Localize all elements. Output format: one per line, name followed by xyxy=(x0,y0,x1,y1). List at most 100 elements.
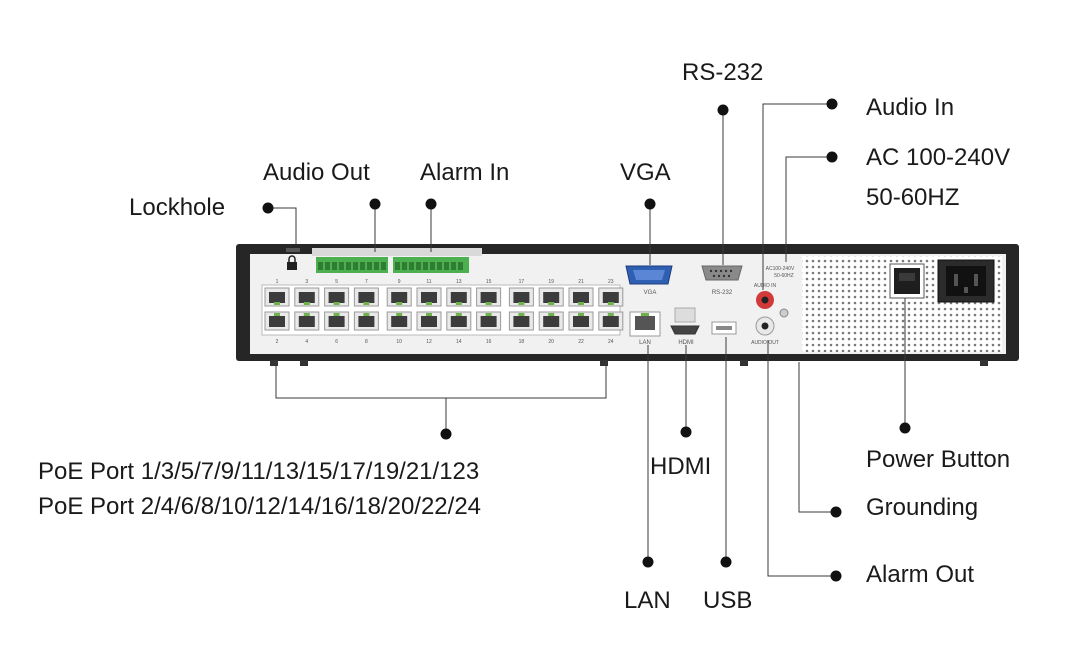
power-switch xyxy=(889,263,925,299)
ground-screw xyxy=(779,308,789,318)
audio-in-leader-dot xyxy=(826,98,838,110)
audio-out-jack xyxy=(755,316,775,336)
audio-out-terminal xyxy=(316,257,388,273)
ac-power-inlet xyxy=(937,259,995,303)
poe-port xyxy=(386,287,412,307)
poe-even-callout: PoE Port 2/4/6/8/10/12/14/16/18/20/22/24 xyxy=(38,493,482,520)
poe-port xyxy=(568,287,594,307)
alarm-in-terminal xyxy=(393,257,469,273)
ac-power-callout-line1: AC 100-240V xyxy=(866,144,1011,171)
poe-leader-dot xyxy=(440,428,452,440)
poe-port xyxy=(538,287,564,307)
lockhole-icon xyxy=(286,248,300,270)
ac-rating-line2: 50-60HZ xyxy=(774,273,793,279)
alarm-in-leader-dot xyxy=(425,198,437,210)
poe-port-number: 23 xyxy=(608,279,614,285)
hdmi-leader-dot xyxy=(680,426,692,438)
lockhole-callout: Lockhole xyxy=(129,194,226,221)
grounding-leader-dot xyxy=(830,506,842,518)
leader-lines xyxy=(268,103,906,577)
poe-port xyxy=(416,287,442,307)
poe-port-number: 8 xyxy=(365,339,368,345)
poe-port xyxy=(446,287,472,307)
audio-in-panel-label: AUDIO IN xyxy=(754,283,777,289)
poe-port-number: 20 xyxy=(548,339,554,345)
usb-leader-dot xyxy=(720,556,732,568)
lan-callout: LAN xyxy=(624,587,671,614)
poe-port xyxy=(476,311,502,331)
power-button-callout: Power Button xyxy=(866,446,1011,473)
poe-port-number: 3 xyxy=(305,279,308,285)
poe-port xyxy=(353,311,379,331)
rs232-callout: RS-232 xyxy=(682,59,764,86)
poe-port-number: 10 xyxy=(396,339,402,345)
poe-port xyxy=(476,287,502,307)
poe-port-number: 6 xyxy=(335,339,338,345)
poe-port-number: 17 xyxy=(519,279,525,285)
poe-port-number: 16 xyxy=(486,339,492,345)
rs232-leader-dot xyxy=(717,104,729,116)
poe-port-number: 15 xyxy=(486,279,492,285)
lan-panel-label: LAN xyxy=(639,340,651,346)
alarm-out-leader-dot xyxy=(830,570,842,582)
poe-port-number: 12 xyxy=(426,339,432,345)
lockhole-leader-dot xyxy=(262,202,274,214)
ac-power-callout-line2: 50-60HZ xyxy=(866,184,960,211)
poe-port xyxy=(294,311,320,331)
poe-port-number: 14 xyxy=(456,339,462,345)
poe-port xyxy=(294,287,320,307)
rs232-panel-label: RS-232 xyxy=(712,290,733,296)
terminal-strip-housing xyxy=(312,248,482,256)
power-button-leader-dot xyxy=(899,422,911,434)
poe-port-number: 2 xyxy=(276,339,279,345)
poe-port-number: 18 xyxy=(519,339,525,345)
audio-in-jack xyxy=(756,291,774,309)
vga-leader-dot xyxy=(644,198,656,210)
alarm-in-callout: Alarm In xyxy=(420,159,510,186)
poe-port xyxy=(324,311,350,331)
leader-dots xyxy=(262,98,911,582)
lan-leader-dot xyxy=(642,556,654,568)
lan-port xyxy=(629,311,661,337)
chassis-feet xyxy=(270,360,988,366)
poe-port-number: 19 xyxy=(548,279,554,285)
poe-port xyxy=(353,287,379,307)
vga-callout: VGA xyxy=(620,159,671,186)
poe-port xyxy=(416,311,442,331)
poe-port xyxy=(508,311,534,331)
poe-port-number: 1 xyxy=(276,279,279,285)
poe-port-number: 22 xyxy=(578,339,584,345)
poe-port xyxy=(386,311,412,331)
hdmi-port xyxy=(670,307,700,335)
poe-port-number: 7 xyxy=(365,279,368,285)
poe-port xyxy=(324,287,350,307)
audio-out-leader-dot xyxy=(369,198,381,210)
poe-port xyxy=(508,287,534,307)
hdmi-panel-label: HDMI xyxy=(678,340,694,346)
ac-rating-line1: AC100-240V xyxy=(766,266,795,272)
poe-ports xyxy=(264,287,624,331)
poe-port-number: 11 xyxy=(426,279,431,285)
poe-odd-callout: PoE Port 1/3/5/7/9/11/13/15/17/19/21/123 xyxy=(38,458,480,485)
poe-port xyxy=(538,311,564,331)
poe-port-number: 21 xyxy=(578,279,584,285)
usb-callout: USB xyxy=(703,587,753,614)
poe-port-number: 9 xyxy=(398,279,401,285)
poe-port-number: 5 xyxy=(335,279,338,285)
grounding-callout: Grounding xyxy=(866,494,979,521)
poe-port-number: 13 xyxy=(456,279,462,285)
poe-port xyxy=(598,287,624,307)
usb-port xyxy=(711,321,737,335)
vga-panel-label: VGA xyxy=(644,290,657,296)
poe-port-number: 4 xyxy=(305,339,308,345)
audio-out-callout: Audio Out xyxy=(263,159,370,186)
poe-port xyxy=(598,311,624,331)
poe-port xyxy=(264,287,290,307)
poe-port-number: 24 xyxy=(608,339,614,345)
vga-port xyxy=(625,265,673,285)
poe-port xyxy=(568,311,594,331)
